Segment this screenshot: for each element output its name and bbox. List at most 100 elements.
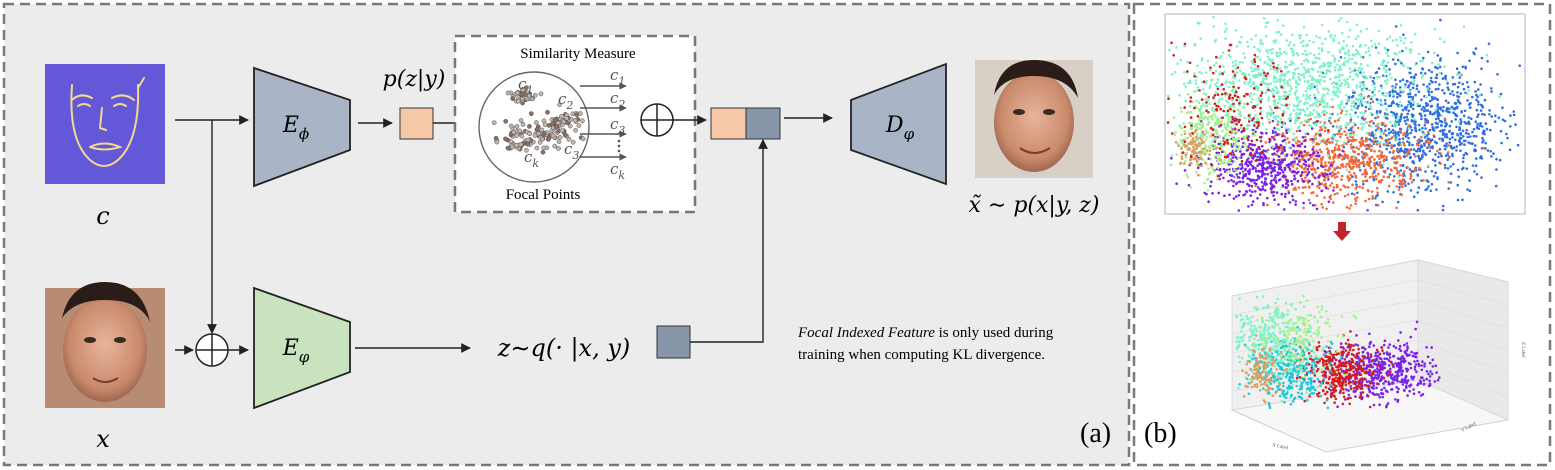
cluster-point	[1371, 195, 1375, 198]
cluster-point-3d	[1400, 366, 1403, 369]
cluster-point	[1385, 91, 1389, 95]
cluster-point	[1311, 76, 1314, 79]
cluster-point	[1355, 23, 1359, 27]
cluster-point	[1188, 121, 1192, 125]
cluster-point	[1226, 142, 1230, 145]
cluster-point	[1341, 149, 1344, 153]
cluster-point	[1166, 121, 1170, 124]
cluster-point-3d	[1346, 338, 1350, 342]
cluster-point	[1272, 89, 1276, 92]
cluster-point	[1353, 67, 1357, 71]
cluster-point	[1209, 66, 1212, 69]
cluster-point	[1325, 72, 1328, 75]
cluster-point-3d	[1380, 378, 1383, 382]
cluster-point	[1439, 57, 1442, 60]
cluster-point	[1465, 81, 1469, 84]
cluster-point	[1240, 137, 1244, 141]
cluster-point	[1239, 150, 1242, 153]
cluster-point-3d	[1390, 377, 1394, 380]
cluster-point	[1390, 136, 1394, 139]
cluster-point	[1209, 163, 1213, 166]
cluster-point	[1467, 89, 1470, 92]
cluster-point-3d	[1349, 396, 1352, 400]
cluster-point	[1270, 111, 1274, 114]
cluster-point-3d	[1419, 382, 1422, 385]
cluster-point	[1427, 90, 1431, 94]
cluster-point	[1263, 189, 1267, 192]
cluster-point	[1391, 93, 1395, 96]
cluster-point-3d	[1334, 379, 1338, 383]
cluster-point-3d	[1380, 346, 1384, 349]
cluster-point	[1226, 109, 1230, 112]
cluster-point	[1434, 88, 1438, 91]
cluster-point	[1307, 158, 1310, 162]
cluster-point	[1210, 166, 1214, 169]
cluster-point	[1270, 108, 1273, 111]
cluster-point	[1318, 57, 1321, 61]
cluster-point	[1428, 82, 1431, 86]
cluster-point	[1396, 44, 1399, 47]
cluster-point	[1448, 124, 1452, 128]
cluster-point	[1303, 145, 1307, 148]
cluster-point	[1377, 140, 1381, 144]
cluster-point	[1242, 127, 1246, 130]
cluster-point-3d	[1329, 362, 1333, 365]
cluster-point	[1420, 129, 1423, 133]
cluster-point	[1348, 170, 1351, 174]
cluster-point	[1218, 135, 1222, 138]
cluster-point	[1343, 155, 1346, 159]
cluster-point	[1178, 124, 1182, 127]
cluster-point	[1251, 143, 1254, 147]
cluster-point	[1266, 49, 1269, 52]
cluster-point	[1214, 69, 1218, 73]
cluster-point	[1264, 91, 1267, 95]
cluster-point-3d	[1380, 392, 1383, 396]
cluster-point	[1422, 179, 1425, 182]
cluster-point	[1214, 137, 1218, 141]
cluster-point	[1370, 95, 1374, 99]
cluster-point	[1421, 153, 1424, 157]
cluster-point	[1291, 143, 1294, 147]
cluster-point	[1220, 83, 1224, 86]
cluster-point	[1204, 71, 1208, 74]
cluster-point	[1435, 141, 1438, 145]
cluster-point	[1375, 110, 1379, 113]
cluster-point	[1459, 149, 1462, 152]
cluster-point	[1401, 137, 1405, 140]
cluster-point	[1268, 140, 1271, 144]
cluster-point	[1196, 114, 1200, 118]
cluster-point	[1434, 117, 1438, 121]
cluster-point	[1354, 72, 1358, 76]
cluster-point-3d	[1428, 383, 1432, 387]
cluster-point	[1203, 181, 1206, 185]
cluster-point	[1202, 80, 1206, 83]
cluster-point	[1480, 56, 1484, 60]
cluster-point	[1474, 144, 1477, 147]
cluster-point	[1174, 130, 1177, 134]
cluster-point	[1228, 193, 1231, 197]
cluster-point	[1248, 155, 1251, 159]
cluster-point	[1452, 111, 1455, 114]
cluster-point	[1278, 121, 1282, 124]
cluster-point	[1461, 82, 1464, 86]
cluster-point-3d	[1388, 343, 1392, 346]
cluster-point	[1325, 142, 1328, 146]
cluster-point	[1215, 109, 1219, 112]
cluster-point	[1230, 82, 1233, 85]
cluster-point	[1298, 164, 1302, 168]
feature-vector-latent-part	[745, 107, 781, 140]
cluster-point	[1374, 129, 1378, 132]
cluster-point	[1485, 53, 1489, 57]
cluster-point	[1392, 149, 1395, 153]
cluster-point	[1265, 168, 1268, 171]
cluster-point-3d	[1313, 380, 1316, 383]
latent-point	[557, 102, 562, 108]
cluster-point	[1476, 122, 1479, 126]
cluster-point	[1270, 179, 1273, 183]
cluster-point	[1300, 154, 1304, 158]
cluster-point	[1183, 160, 1187, 163]
cluster-point	[1458, 136, 1462, 140]
cluster-point	[1256, 67, 1259, 71]
cluster-point	[1212, 113, 1216, 116]
cluster-point	[1232, 82, 1235, 85]
